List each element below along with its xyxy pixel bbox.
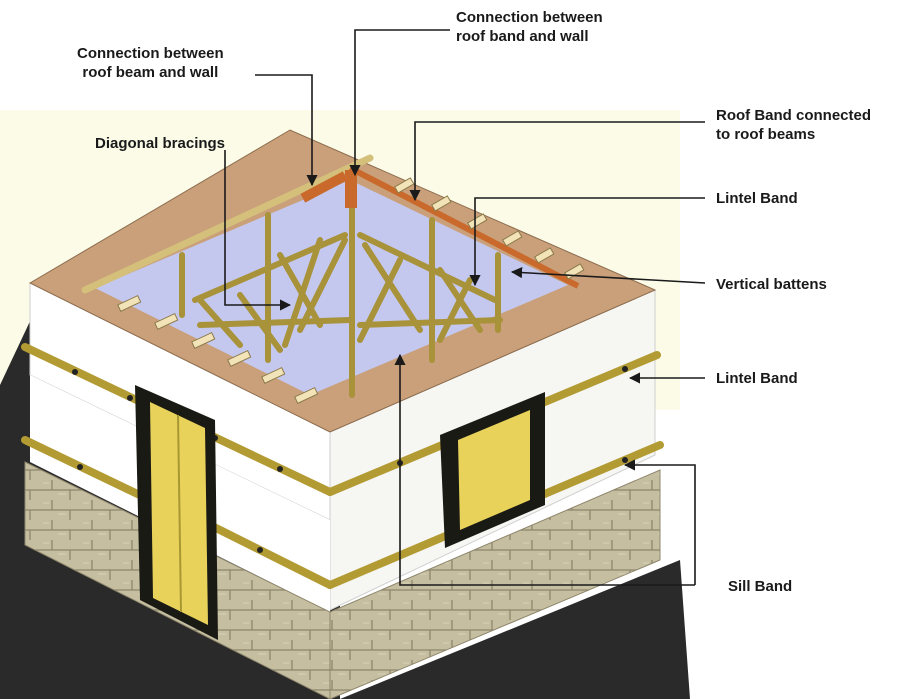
- label-vertical-battens: Vertical battens: [716, 276, 827, 293]
- label-roof-beam-wall: Connection between roof beam and wall: [77, 45, 224, 81]
- label-roof-band-wall: Connection between roof band and wall: [456, 9, 603, 45]
- label-sill-band: Sill Band: [728, 578, 793, 595]
- label-lintel-band-top: Lintel Band: [716, 190, 798, 207]
- door-split: [177, 414, 182, 613]
- roof-beam-connector: [300, 171, 348, 203]
- label-lintel-band: Lintel Band: [716, 370, 798, 387]
- ground-right: [340, 560, 690, 699]
- roof-opening: [95, 180, 568, 395]
- window-panel: [458, 410, 530, 530]
- timber-frame: [179, 177, 503, 398]
- leader-lines: [224, 29, 706, 586]
- roof-band-connector: [345, 170, 357, 208]
- roof-edge-beam: [81, 154, 374, 294]
- label-diagonal-bracings: Diagonal bracings: [95, 135, 226, 152]
- roof-band-right: [348, 165, 580, 289]
- label-roof-band-beams: Roof Band connected to roof beams: [716, 107, 872, 143]
